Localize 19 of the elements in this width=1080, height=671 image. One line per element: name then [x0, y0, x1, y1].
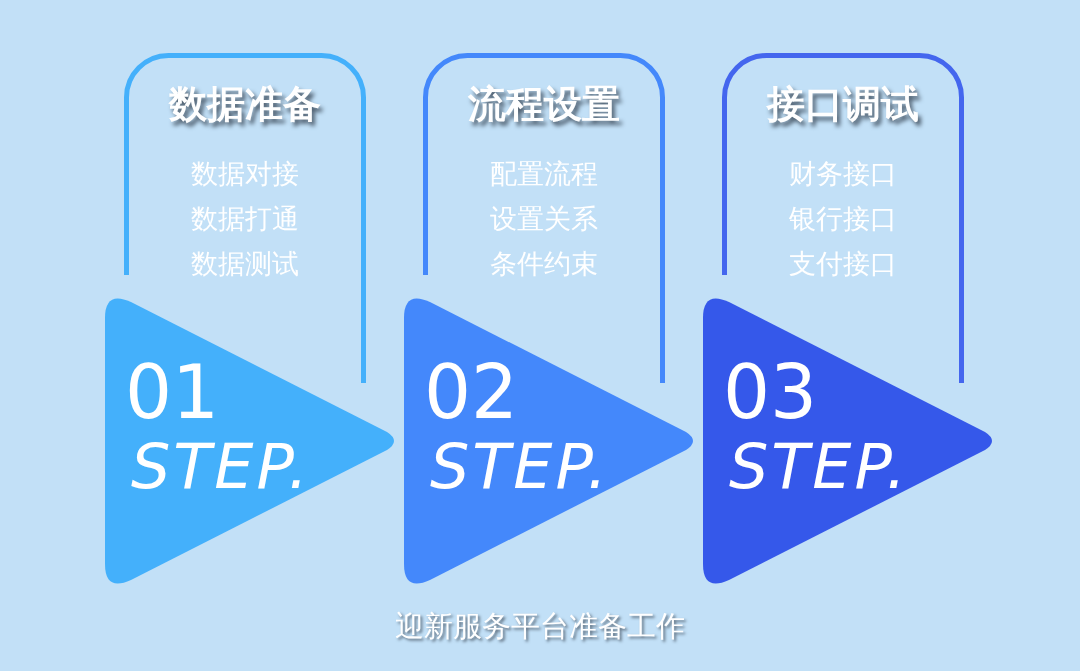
- step-heading: 数据准备: [167, 81, 322, 127]
- caption: 迎新服务平台准备工作: [394, 608, 686, 645]
- task-item: 条件约束: [489, 247, 599, 281]
- task-item: 支付接口: [788, 247, 898, 281]
- step-number: 02: [424, 352, 519, 432]
- task-item: 银行接口: [788, 202, 898, 236]
- task-item: 数据测试: [190, 247, 300, 281]
- step-heading: 接口调试: [765, 81, 920, 127]
- step-number: 01: [125, 352, 220, 432]
- task-item: 设置关系: [489, 202, 599, 236]
- step-label: STEP.: [430, 432, 610, 502]
- step-label: STEP.: [131, 432, 311, 502]
- step-heading: 流程设置: [467, 81, 621, 127]
- task-item: 数据对接: [190, 157, 300, 191]
- task-item: 财务接口: [788, 157, 898, 191]
- step-label: STEP.: [729, 432, 909, 502]
- step-number: 03: [723, 352, 818, 432]
- task-item: 数据打通: [190, 202, 300, 236]
- task-item: 配置流程: [489, 157, 599, 191]
